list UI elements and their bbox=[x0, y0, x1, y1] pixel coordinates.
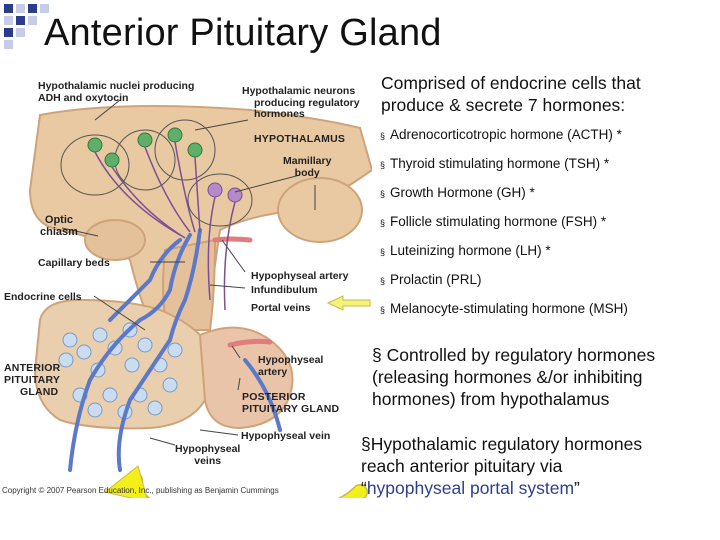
bullet: § bbox=[380, 276, 386, 286]
bullet: § bbox=[380, 247, 386, 257]
label-hyp-neurons: Hypothalamic neurons producing regulator… bbox=[242, 85, 360, 120]
label-hypothalamus: HYPOTHALAMUS bbox=[254, 133, 346, 145]
portal-veins-arrow bbox=[326, 295, 371, 311]
bullet: § bbox=[380, 305, 386, 315]
curved-pointer-arrow bbox=[103, 465, 368, 498]
hypophyseal-arteries bbox=[212, 236, 273, 348]
controlled-by-text: § Controlled by regulatory hormones (rel… bbox=[372, 345, 656, 409]
intro-text: Comprised of endocrine cells that produc… bbox=[381, 73, 641, 115]
label-infundibulum: Infundibulum bbox=[251, 284, 318, 296]
label-capillary-beds: Capillary beds bbox=[38, 257, 110, 269]
copyright-notice: Copyright © 2007 Pearson Education, Inc.… bbox=[2, 486, 279, 495]
mamillary-body bbox=[277, 177, 363, 243]
hypothalamic-hormones-text: §Hypothalamic regulatory hormones reach … bbox=[361, 434, 643, 498]
bullet: § bbox=[380, 160, 386, 170]
label-portal-veins: Portal veins bbox=[251, 302, 311, 314]
hormone-item: §Follicle stimulating hormone (FSH) * bbox=[380, 214, 607, 229]
page-title: Anterior Pituitary Gland bbox=[44, 12, 442, 54]
pituitary-illustration bbox=[28, 99, 372, 498]
bullet: § bbox=[380, 218, 386, 228]
optic-chiasm bbox=[84, 219, 146, 261]
hormone-item: §Thyroid stimulating hormone (TSH) * bbox=[380, 156, 610, 171]
corner-decoration bbox=[0, 0, 70, 50]
axons bbox=[94, 141, 236, 311]
label-endocrine-cells: Endocrine cells bbox=[4, 291, 82, 303]
hormone-item: §Growth Hormone (GH) * bbox=[380, 185, 535, 200]
hormone-item: §Luteinizing hormone (LH) * bbox=[380, 243, 551, 258]
label-hypophyseal-artery: Hypophyseal artery bbox=[251, 270, 349, 282]
portal-system-term: hypophyseal portal system bbox=[366, 478, 575, 498]
label-hypophyseal-vein: Hypophyseal vein bbox=[241, 430, 331, 442]
bullet: § bbox=[380, 131, 386, 141]
hormone-item: §Adrenocorticotropic hormone (ACTH) * bbox=[380, 127, 622, 142]
label-pointer-lines bbox=[61, 99, 316, 446]
hormone-item: §Melanocyte-stimulating hormone (MSH) bbox=[380, 301, 628, 316]
hormone-item: §Prolactin (PRL) bbox=[380, 272, 482, 287]
neurons-green bbox=[87, 127, 203, 168]
portal-vessels bbox=[68, 228, 282, 472]
bullet: § bbox=[380, 189, 386, 199]
